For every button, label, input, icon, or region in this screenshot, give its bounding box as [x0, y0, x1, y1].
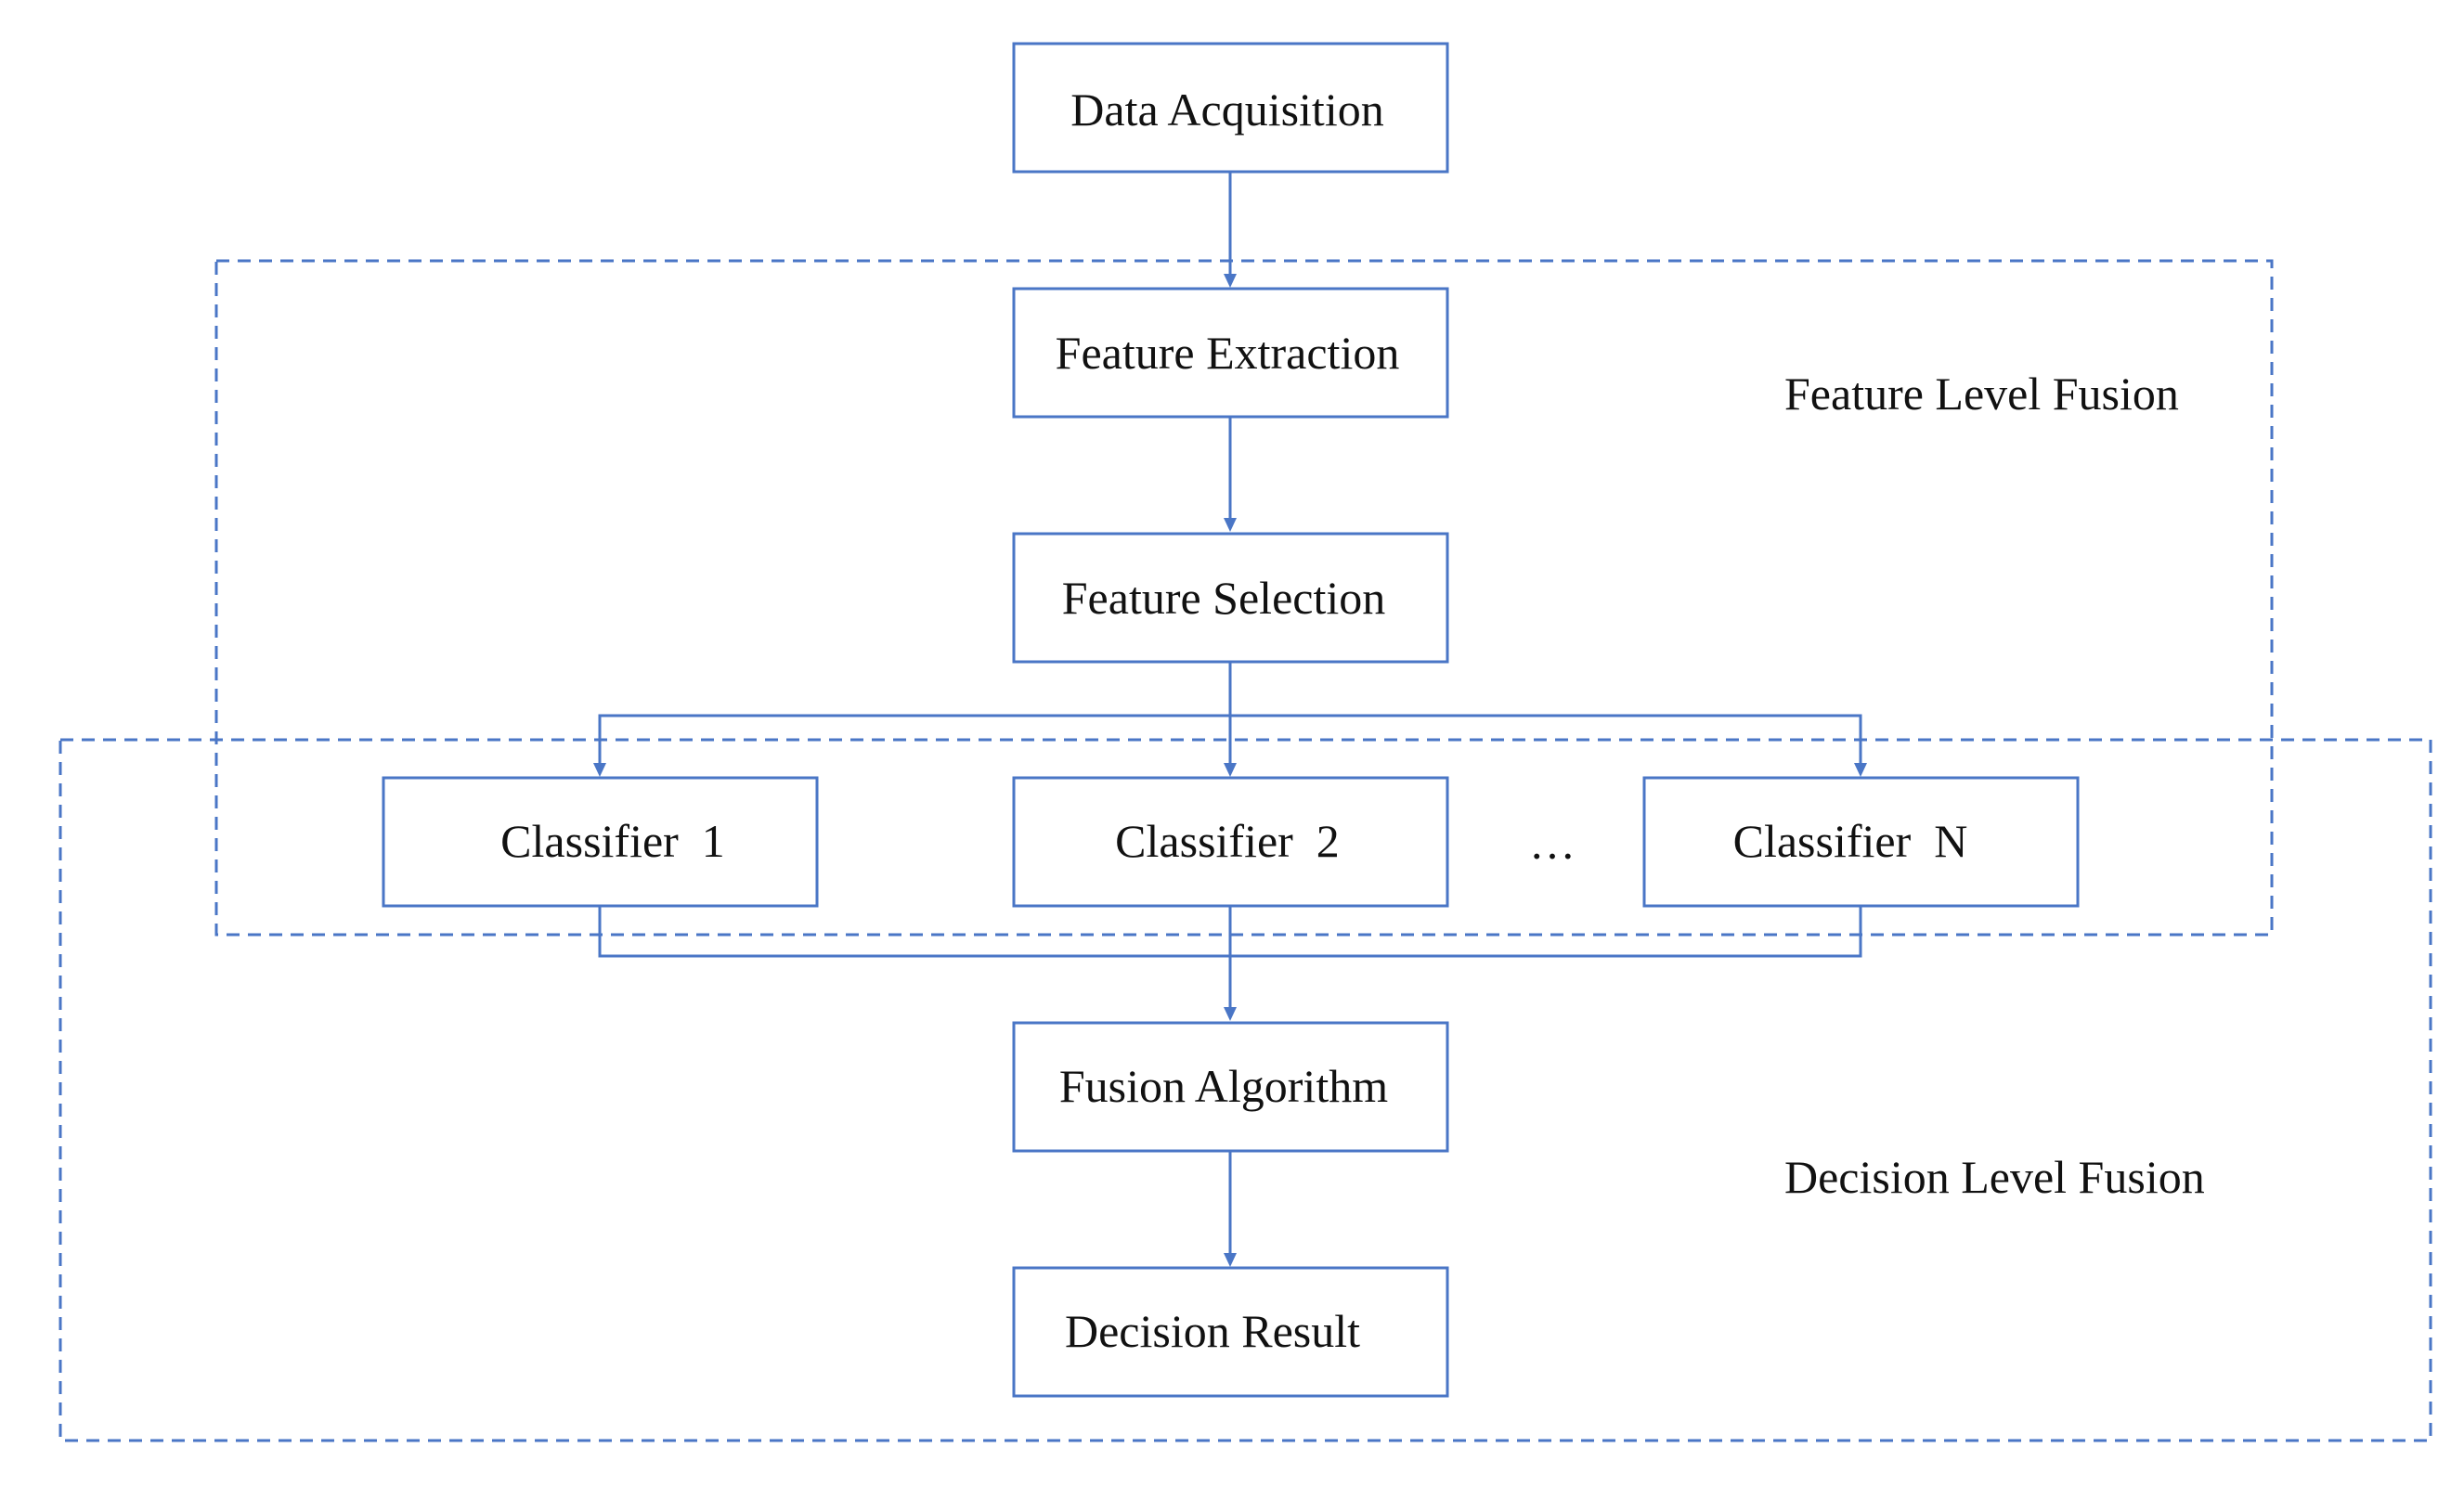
node-fusion-algorithm: Fusion Algorithm — [1012, 1021, 1449, 1153]
node-classifier-2: Classifier 2 — [1012, 776, 1449, 908]
edge-split-bus — [598, 714, 1862, 763]
node-decision-result-box — [1012, 1266, 1449, 1398]
node-classifier-1: Classifier 1 — [382, 776, 819, 908]
decision-level-fusion-label: Decision Level Fusion — [1784, 1151, 2205, 1203]
node-feature-extraction-label: Feature Extraction — [1056, 327, 1400, 379]
node-classifier-n-box — [1642, 776, 2080, 908]
node-feature-selection-box — [1012, 532, 1449, 664]
feature-level-fusion-label: Feature Level Fusion — [1784, 368, 2179, 420]
node-feature-selection: Feature Selection — [1012, 532, 1449, 664]
arrowhead-classifier-2 — [1224, 763, 1237, 777]
node-classifier-1-box — [382, 776, 819, 908]
node-fusion-algorithm-box — [1012, 1021, 1449, 1153]
node-data-acquisition: Data Acquisition — [1012, 42, 1449, 174]
node-feature-extraction-box — [1012, 287, 1449, 419]
node-classifier-2-label: Classifier 2 — [1115, 815, 1340, 867]
decision-level-fusion-region — [58, 738, 2432, 1442]
node-decision-result-label: Decision Result — [1065, 1305, 1360, 1357]
arrowhead-classifier-1 — [593, 763, 606, 777]
node-decision-result: Decision Result — [1012, 1266, 1449, 1398]
connectors — [593, 172, 1867, 1267]
arrowhead-extraction — [1224, 274, 1237, 288]
node-classifier-2-box — [1012, 776, 1449, 908]
arrowhead-selection — [1224, 518, 1237, 532]
node-data-acquisition-box — [1012, 42, 1449, 174]
node-classifier-n: Classifier N — [1642, 776, 2080, 908]
node-classifier-n-label: Classifier N — [1733, 815, 1968, 867]
node-feature-extraction: Feature Extraction — [1012, 287, 1449, 419]
feature-level-fusion-region — [214, 259, 2274, 937]
arrowhead-classifier-n — [1854, 763, 1867, 777]
classifier-ellipsis: … — [1529, 817, 1576, 869]
node-fusion-algorithm-label: Fusion Algorithm — [1059, 1060, 1388, 1112]
arrowhead-fusion — [1224, 1007, 1237, 1021]
node-classifier-1-label: Classifier 1 — [500, 815, 725, 867]
arrowhead-result — [1224, 1253, 1237, 1267]
node-data-acquisition-label: Data Acquisition — [1070, 84, 1383, 136]
node-feature-selection-label: Feature Selection — [1062, 572, 1386, 624]
